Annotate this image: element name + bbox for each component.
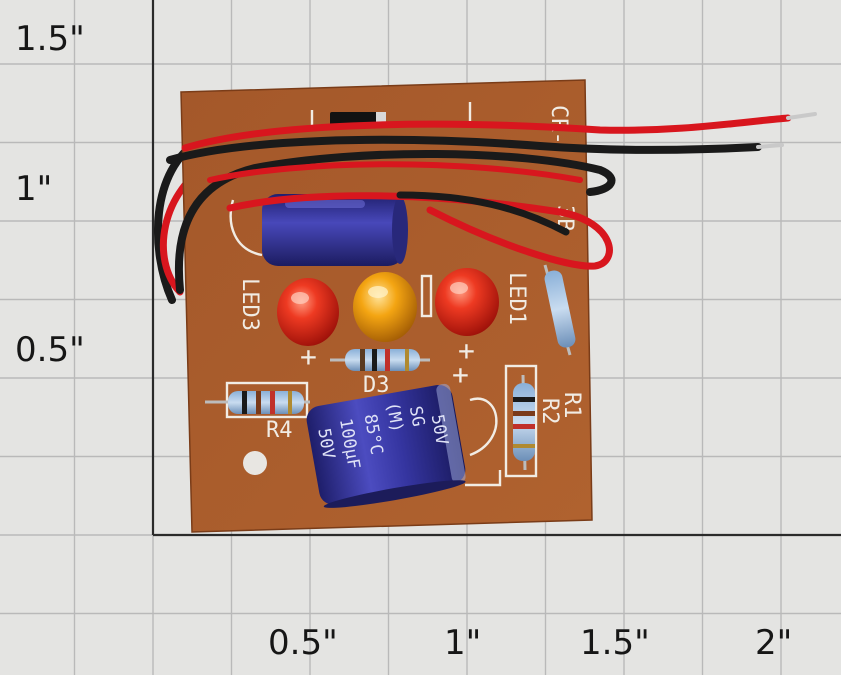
led3-red <box>277 278 339 346</box>
resistor-r4-body <box>228 391 304 414</box>
capacitor-big-base <box>323 480 466 508</box>
silk-cap-c2-outline <box>469 397 498 457</box>
resistor-d3 <box>330 349 430 371</box>
mounting-hole <box>243 451 267 475</box>
wire-bundle-front <box>166 112 817 294</box>
silk-label-led3: LED3 <box>237 278 262 331</box>
red-wire-lead <box>181 114 792 152</box>
resistor-top-right-body <box>544 270 576 348</box>
capacitor-big-stripe <box>436 383 466 483</box>
capacitor-top-end <box>392 196 408 264</box>
led2-glare <box>368 286 388 298</box>
silk-label-r4: R4 <box>266 418 293 443</box>
silk-led1-flat <box>420 274 433 318</box>
silk-plus-led3: + <box>300 340 317 373</box>
resistor-r2-band-2 <box>513 411 535 416</box>
led3-glare <box>291 292 309 304</box>
resistor-r2-body <box>513 383 535 461</box>
cap-mark-brand: SG <box>405 405 428 429</box>
red-wire-loop <box>226 192 613 270</box>
silk-plus-led1: + <box>458 334 475 367</box>
capacitor-top-highlight <box>285 200 365 208</box>
resistor-top-right <box>543 264 576 356</box>
resistor-r2-band-3 <box>513 424 535 429</box>
led1-red <box>435 268 499 336</box>
silk-label-led1: LED1 <box>504 272 529 325</box>
resistor-r2-band-1 <box>513 397 535 402</box>
silk-r4-outline <box>225 381 309 419</box>
top-smd-terminal <box>376 112 386 128</box>
resistor-r4-band-3 <box>270 391 275 414</box>
silk-label-r2: R2 <box>537 398 562 425</box>
capacitor-big: 50V 100µF 85°C (M) SG 50V <box>306 383 466 508</box>
silk-r2-outline <box>504 364 538 478</box>
black-wire-inner <box>396 191 570 236</box>
resistor-r4-band-1 <box>242 391 247 414</box>
capacitor-big-body <box>306 384 466 505</box>
silk-cap-c2-pad <box>465 470 502 487</box>
silk-plus-c2: + <box>452 358 469 391</box>
scale-label-bottom-2in: 2" <box>755 623 793 663</box>
led1-glare <box>450 282 468 294</box>
black-wire-loop <box>174 149 616 294</box>
resistor-r4 <box>205 391 310 414</box>
scale-label-bottom-1in: 1" <box>444 623 482 663</box>
black-wire-tinned-end <box>756 143 784 149</box>
black-wire-lead <box>166 135 762 164</box>
scale-label-bottom-1-5in: 1.5" <box>580 623 650 663</box>
led2-amber <box>353 272 417 342</box>
resistor-r4-band-4 <box>288 391 292 414</box>
scale-label-left-0-5in: 0.5" <box>15 330 85 370</box>
resistor-d3-band-1 <box>360 349 365 371</box>
silk-label-r1: R1 <box>559 392 584 419</box>
resistor-d3-band-4 <box>405 349 409 371</box>
resistor-r4-band-2 <box>256 391 261 414</box>
silk-label-d3: D3 <box>363 373 390 398</box>
red-wire-tinned-end <box>786 112 817 120</box>
resistor-d3-band-3 <box>385 349 390 371</box>
scale-label-bottom-0-5in: 0.5" <box>268 623 338 663</box>
resistor-d3-band-2 <box>372 349 377 371</box>
resistor-r2 <box>513 374 535 471</box>
red-wire-mid <box>207 161 583 183</box>
scale-label-left-1in: 1" <box>15 169 53 209</box>
resistor-r2-band-4 <box>513 444 535 448</box>
led-row <box>277 268 499 346</box>
scale-label-left-1-5in: 1.5" <box>15 19 85 59</box>
capacitor-top-body <box>262 194 404 266</box>
capacitor-top <box>262 194 408 266</box>
resistors <box>205 264 576 471</box>
